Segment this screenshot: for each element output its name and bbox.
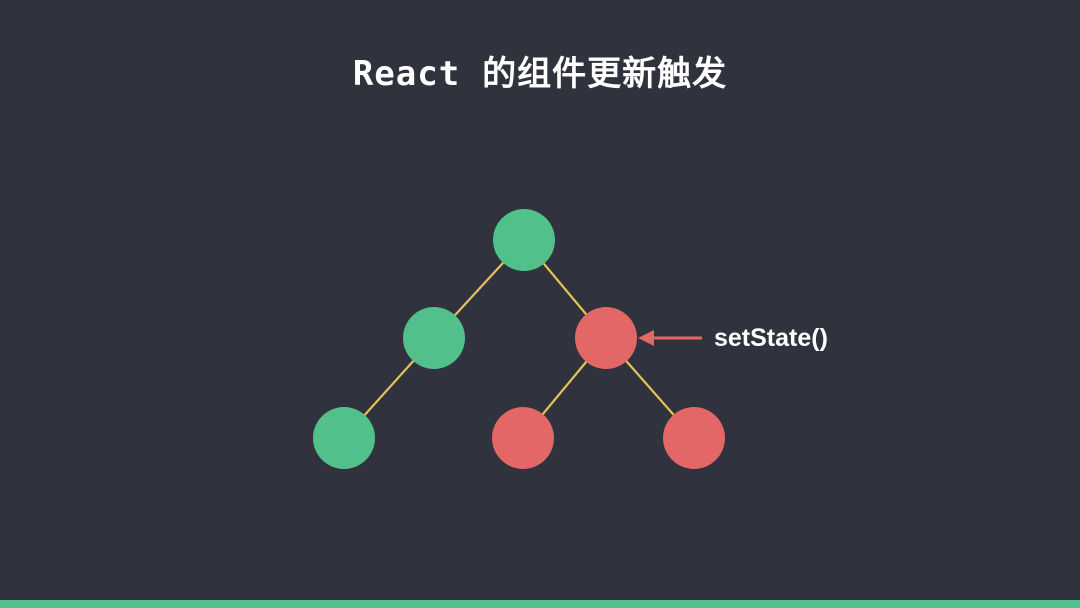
title-cjk-text: 的组件更新触发 — [482, 54, 728, 94]
bottom-accent-bar — [0, 600, 1080, 608]
component-node-root — [493, 209, 555, 271]
tree-nodes — [313, 209, 725, 469]
setstate-label: setState() — [714, 324, 828, 352]
setstate-arrow-head — [638, 330, 654, 346]
setstate-annotation: setState() — [638, 324, 828, 352]
component-node-left-left — [313, 407, 375, 469]
component-node-right-right — [663, 407, 725, 469]
component-node-right-left — [492, 407, 554, 469]
title-react-text: React — [352, 54, 461, 94]
component-node-left — [403, 307, 465, 369]
slide-title: React 的组件更新触发 — [0, 48, 1080, 100]
component-node-right — [575, 307, 637, 369]
